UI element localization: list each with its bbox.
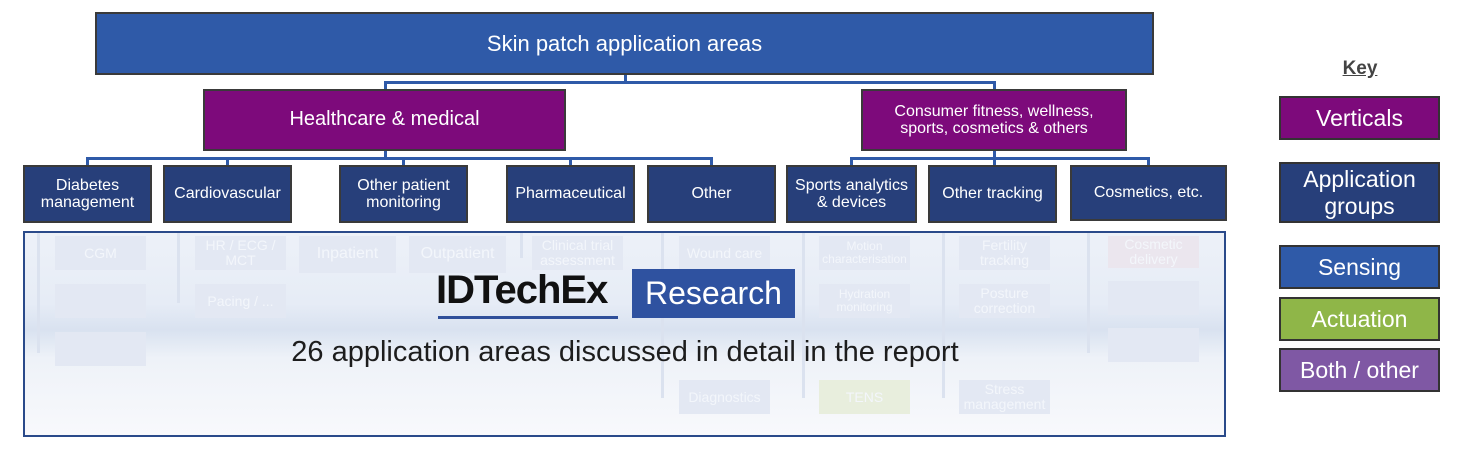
connector [993, 157, 996, 166]
faded-connector [37, 233, 40, 353]
group-diabetes: Diabetes management [23, 165, 152, 223]
key-label: Actuation [1311, 305, 1408, 332]
faded-item-label: Inpatient [316, 245, 379, 263]
research-badge: Research [632, 269, 795, 318]
faded-item-label: Pacing / ... [207, 292, 274, 309]
faded-item [55, 332, 146, 366]
faded-connector [802, 233, 805, 398]
faded-item-label: Wound care [686, 244, 763, 261]
connector [226, 157, 229, 166]
key-label: Verticals [1316, 104, 1403, 131]
group-label: Pharmaceutical [515, 185, 626, 203]
connector [850, 157, 1150, 160]
faded-item: Diagnostics [679, 380, 770, 414]
faded-item-label: Posture correction [973, 285, 1036, 316]
faded-item: Hydration monitoring [819, 284, 910, 318]
group-label: Diabetes management [40, 176, 135, 211]
faded-item: Wound care [679, 236, 770, 270]
faded-item: Cosmetic delivery [1108, 236, 1199, 268]
connector [384, 81, 387, 90]
key-label: Application groups [1303, 166, 1416, 219]
faded-connector [942, 233, 945, 398]
faded-item-label: Clinical trial assessment [540, 237, 615, 268]
group-pharmaceutical: Pharmaceutical [506, 165, 635, 223]
faded-item-label: Cosmetic delivery [1124, 236, 1183, 267]
connector [86, 157, 713, 160]
faded-item [1108, 281, 1199, 315]
faded-item: Motion characterisation [819, 236, 910, 270]
connector [624, 75, 627, 83]
faded-item: Outpatient [409, 236, 506, 273]
vertical-label: Consumer fitness, wellness, sports, cosm… [894, 102, 1094, 137]
root-node: Skin patch application areas [95, 12, 1154, 75]
research-label: Research [645, 275, 782, 311]
faded-item: CGM [55, 236, 146, 270]
faded-item: Fertility tracking [959, 236, 1050, 270]
faded-item: HR / ECG / MCT [195, 236, 286, 270]
faded-connector [177, 233, 180, 303]
group-sports-analytics: Sports analytics & devices [786, 165, 917, 223]
faded-item-label: Outpatient [420, 245, 495, 263]
vertical-healthcare: Healthcare & medical [203, 89, 566, 151]
group-other: Other [647, 165, 776, 223]
connector [86, 157, 89, 166]
key-item-sensing: Sensing [1279, 245, 1440, 289]
faded-item-label: Diagnostics [688, 388, 761, 405]
group-label: Sports analytics & devices [795, 176, 908, 211]
group-other-patient-monitoring: Other patient monitoring [339, 165, 468, 223]
faded-connector [1087, 233, 1090, 353]
group-cardiovascular: Cardiovascular [163, 165, 292, 223]
connector [569, 157, 572, 166]
faded-item-label: CGM [84, 244, 117, 261]
faded-item: Posture correction [959, 284, 1050, 318]
connector [384, 81, 995, 84]
faded-item-label: TENS [845, 388, 884, 405]
key-item-verticals: Verticals [1279, 96, 1440, 140]
faded-item: TENS [819, 380, 910, 414]
key-item-application-groups: Application groups [1279, 162, 1440, 223]
group-other-tracking: Other tracking [928, 165, 1057, 223]
faded-item: Stress management [959, 380, 1050, 414]
tagline: 26 application areas discussed in detail… [291, 336, 959, 368]
faded-item-label: Hydration monitoring [836, 287, 893, 314]
faded-item-label: Stress management [963, 381, 1046, 412]
faded-item: Inpatient [299, 236, 396, 273]
connector [850, 157, 853, 166]
connector [384, 151, 387, 159]
connector [993, 151, 996, 159]
root-label: Skin patch application areas [486, 30, 763, 56]
group-cosmetics: Cosmetics, etc. [1070, 165, 1227, 221]
key-label: Sensing [1317, 253, 1402, 280]
vertical-label: Healthcare & medical [289, 108, 480, 131]
group-label: Cardiovascular [174, 185, 281, 203]
vertical-consumer: Consumer fitness, wellness, sports, cosm… [861, 89, 1127, 151]
faded-item: Clinical trial assessment [532, 236, 623, 270]
faded-connector [520, 233, 523, 258]
connector [1147, 157, 1150, 166]
group-label: Other patient monitoring [357, 176, 450, 211]
group-label: Other tracking [942, 185, 1043, 203]
connector [993, 81, 996, 90]
faded-item-label: Motion characterisation [822, 239, 907, 266]
group-label: Other [691, 185, 732, 203]
key-item-actuation: Actuation [1279, 297, 1440, 341]
connector [402, 157, 405, 166]
faded-item-label: HR / ECG / MCT [205, 237, 276, 268]
key-item-both-other: Both / other [1279, 348, 1440, 392]
key-label: Both / other [1300, 356, 1419, 383]
faded-item [55, 284, 146, 318]
connector [710, 157, 713, 166]
group-label: Cosmetics, etc. [1093, 184, 1204, 202]
faded-item [1108, 328, 1199, 362]
logo-underline [438, 316, 618, 319]
key-title: Key [1342, 58, 1378, 79]
idtechex-logo: IDTechEx [436, 268, 608, 312]
faded-item: Pacing / ... [195, 284, 286, 318]
faded-item-label: Fertility tracking [979, 237, 1030, 268]
